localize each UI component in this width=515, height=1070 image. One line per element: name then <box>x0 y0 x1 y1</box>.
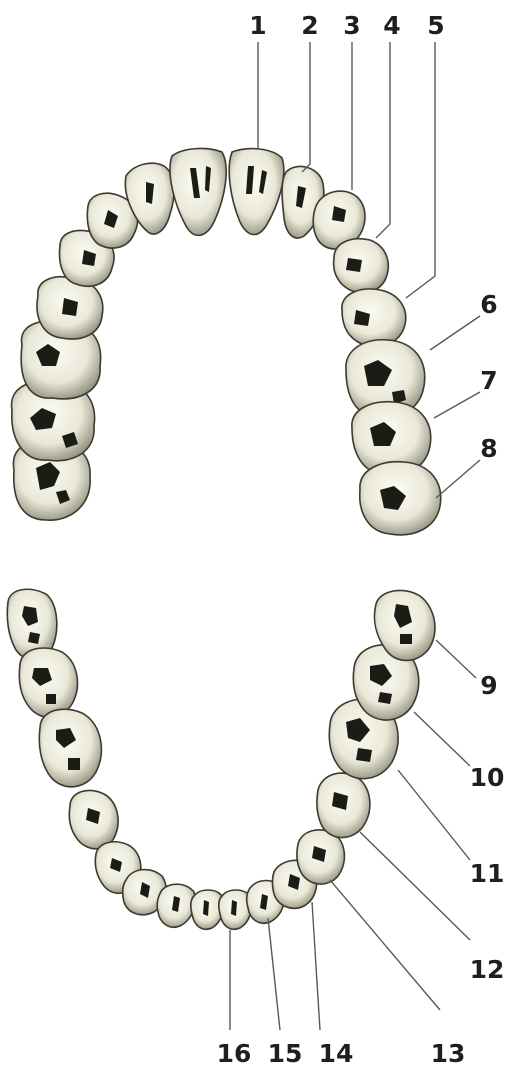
upper-right-central-incisor <box>229 149 284 235</box>
label-13: 13 <box>431 1039 466 1068</box>
label-16: 16 <box>217 1039 252 1068</box>
label-3: 3 <box>343 11 360 40</box>
label-2: 2 <box>301 11 318 40</box>
label-6: 6 <box>480 290 497 319</box>
upper-right-teeth <box>229 149 440 535</box>
upper-arch <box>12 149 441 535</box>
label-1: 1 <box>249 11 266 40</box>
label-9: 9 <box>480 671 497 700</box>
label-12: 12 <box>470 955 505 984</box>
lower-left-molar-2 <box>19 648 77 717</box>
lower-arch <box>7 589 435 929</box>
upper-left-teeth <box>12 149 227 521</box>
label-10: 10 <box>470 763 505 792</box>
label-15: 15 <box>268 1039 303 1068</box>
label-7: 7 <box>480 366 497 395</box>
label-11: 11 <box>470 859 505 888</box>
label-5: 5 <box>427 11 444 40</box>
lower-left-teeth <box>7 589 223 929</box>
label-8: 8 <box>480 434 497 463</box>
label-4: 4 <box>383 11 400 40</box>
lower-right-teeth <box>219 590 435 929</box>
label-14: 14 <box>319 1039 354 1068</box>
upper-right-premolar-2 <box>342 289 406 346</box>
lower-left-molar-1 <box>39 709 101 787</box>
